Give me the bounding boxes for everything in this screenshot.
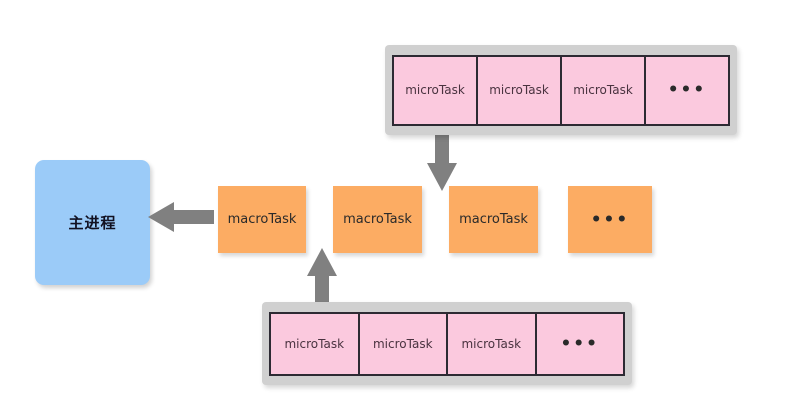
micro-task-label: microTask: [461, 336, 522, 351]
main-process-label: 主进程: [68, 214, 117, 232]
micro-task-group-bottom: microTask microTask microTask •••: [262, 302, 632, 385]
micro-task-strip: microTask microTask microTask •••: [269, 311, 625, 376]
macro-task-cell-ellipsis: •••: [568, 186, 652, 253]
micro-task-ellipsis-label: •••: [667, 80, 707, 100]
micro-task-cell-ellipsis: •••: [646, 56, 728, 124]
macro-task-ellipsis-label: •••: [590, 209, 630, 230]
micro-task-label: microTask: [405, 83, 465, 97]
macro-task-label: macroTask: [343, 212, 412, 227]
micro-task-label: microTask: [284, 336, 345, 351]
micro-task-cell-2: microTask: [478, 56, 562, 124]
micro-task-label: microTask: [573, 83, 633, 97]
micro-task-cell-3: microTask: [562, 56, 646, 124]
micro-task-label: microTask: [489, 83, 549, 97]
macro-task-cell-2: macroTask: [333, 186, 422, 253]
macro-task-label: macroTask: [227, 212, 297, 227]
micro-task-strip: microTask microTask microTask •••: [392, 54, 730, 126]
arrow-macro-to-main-icon: [148, 202, 214, 232]
macro-task-cell-1: macroTask: [218, 186, 306, 253]
main-process-box: 主进程: [35, 160, 150, 285]
micro-task-group-top: microTask microTask microTask •••: [385, 45, 737, 135]
micro-task-cell-ellipsis: •••: [536, 313, 623, 374]
arrow-microtop-to-macro-icon: [427, 133, 457, 191]
macro-task-cell-3: macroTask: [449, 186, 538, 253]
micro-task-cell-1: microTask: [271, 313, 360, 374]
micro-task-cell-2: microTask: [359, 313, 448, 374]
micro-task-ellipsis-label: •••: [560, 333, 600, 354]
micro-task-cell-1: microTask: [394, 56, 478, 124]
macro-task-label: macroTask: [459, 212, 528, 227]
micro-task-cell-3: microTask: [448, 313, 537, 374]
micro-task-label: microTask: [372, 336, 433, 351]
arrow-microbottom-to-macro-icon: [307, 248, 337, 306]
